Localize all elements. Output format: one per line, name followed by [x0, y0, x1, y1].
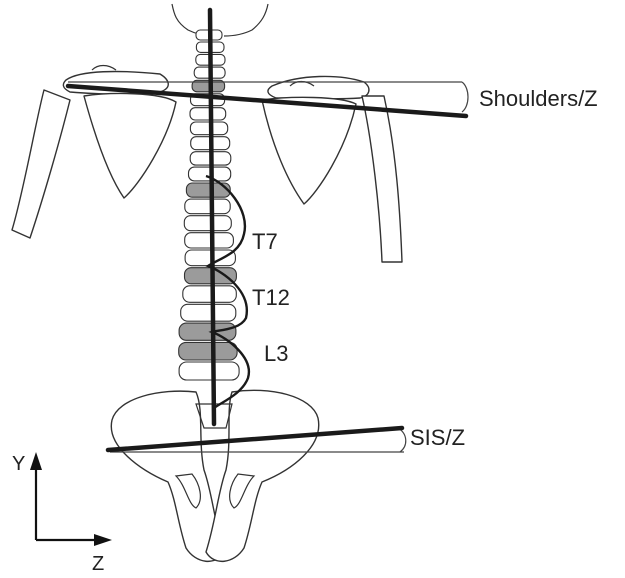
vertebra	[185, 199, 230, 214]
shoulders-angle-bracket	[462, 82, 468, 112]
t7-label: T7	[252, 229, 278, 254]
vertebra	[183, 286, 237, 303]
z-arrowhead-icon	[94, 534, 112, 546]
coordinate-axes: Y Z	[12, 452, 112, 573]
vertebra	[179, 362, 239, 380]
t12-label: T12	[252, 285, 290, 310]
sis-angle-bracket	[398, 428, 406, 452]
axis-y-label: Y	[12, 453, 25, 475]
sis-label: SIS/Z	[410, 425, 465, 450]
vertebra	[190, 108, 226, 120]
vertebra	[185, 233, 234, 248]
highlighted-vertebra	[179, 342, 237, 360]
vertebra	[181, 304, 236, 321]
shoulders-label: Shoulders/Z	[479, 86, 598, 111]
axis-z-label: Z	[92, 553, 104, 573]
y-arrowhead-icon	[30, 452, 42, 470]
highlighted-vertebra	[179, 323, 236, 340]
vertebra	[184, 216, 231, 231]
l3-label: L3	[264, 341, 288, 366]
